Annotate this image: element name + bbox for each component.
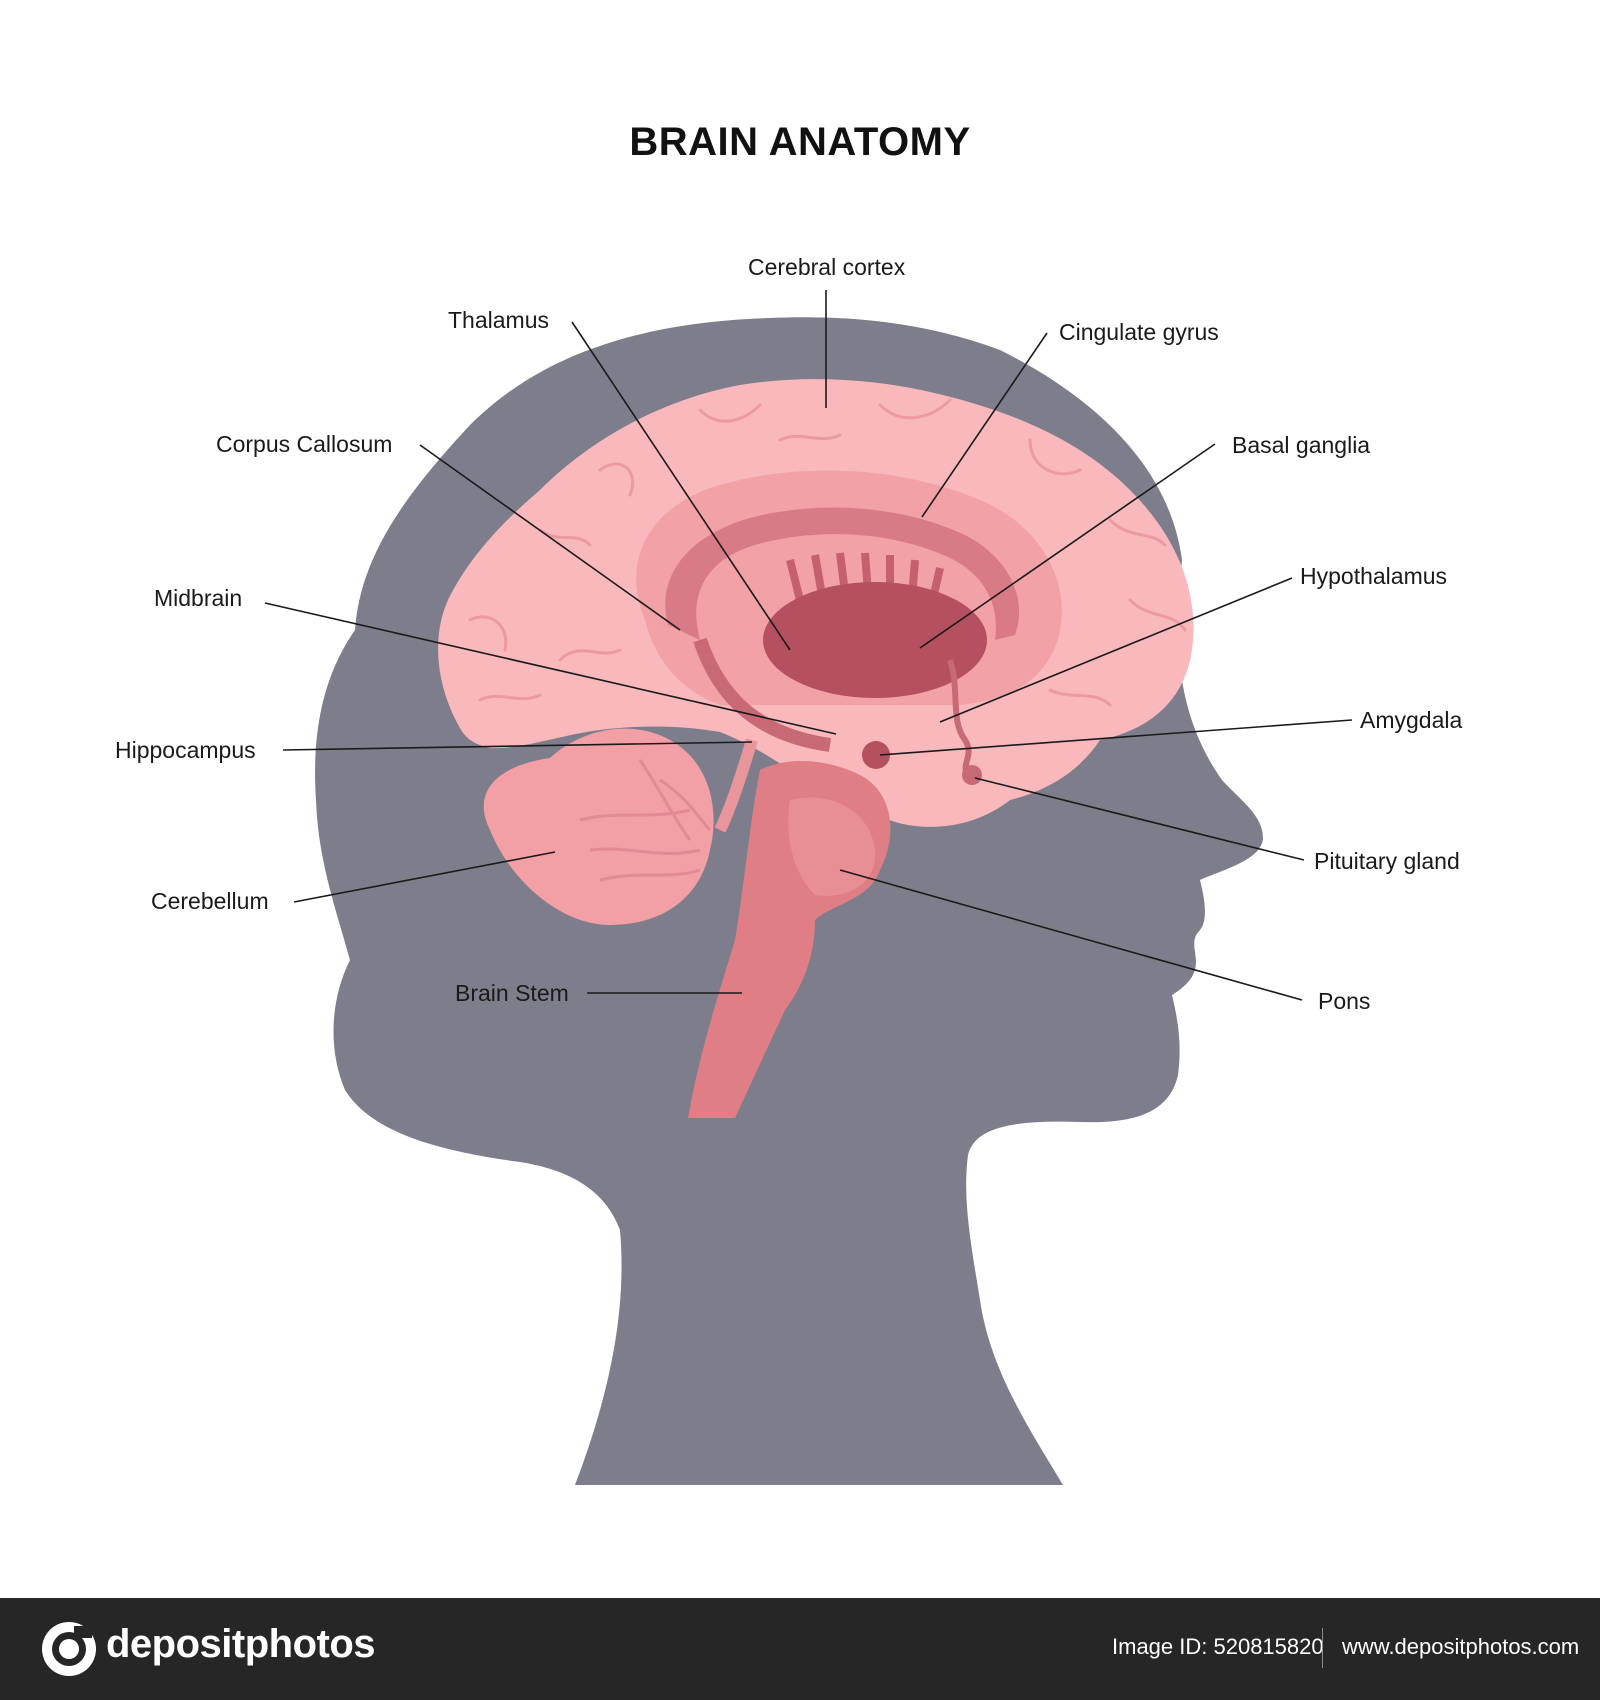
label-midbrain: Midbrain (154, 585, 243, 611)
pons-shape (788, 797, 876, 896)
cortex-gyri (468, 398, 1187, 707)
fornix-shape (693, 637, 831, 752)
hippocampus-shape (714, 738, 758, 833)
footer-logo-text: depositphotos (106, 1622, 376, 1666)
amygdala-shape (862, 741, 890, 769)
diagram-title: BRAIN ANATOMY (629, 120, 971, 164)
label-hypothalamus: Hypothalamus (1300, 563, 1448, 589)
depositphotos-logo-icon (42, 1622, 96, 1676)
label-pons: Pons (1318, 988, 1371, 1014)
footer-separator (1322, 1628, 1323, 1668)
label-cingulate-gyrus: Cingulate gyrus (1059, 319, 1219, 345)
footer-image-id: Image ID: 520815820 (1112, 1634, 1324, 1659)
footer-bar: depositphotos Image ID: 520815820 www.de… (0, 1598, 1600, 1700)
label-basal-ganglia: Basal ganglia (1232, 432, 1371, 458)
label-amygdala: Amygdala (1360, 707, 1463, 733)
brain-illustration (264, 290, 1353, 1485)
label-cerebellum: Cerebellum (151, 888, 269, 914)
footer-website-link[interactable]: www.depositphotos.com (1342, 1634, 1580, 1659)
label-cerebral-cortex: Cerebral cortex (748, 254, 906, 280)
corpus-callosum-shape (665, 507, 1020, 640)
leader-lines (264, 290, 1353, 1001)
label-corpus-callosum: Corpus Callosum (216, 431, 393, 457)
hypothalamus-shape (947, 659, 972, 777)
label-thalamus: Thalamus (448, 307, 549, 333)
label-pituitary-gland: Pituitary gland (1314, 848, 1460, 874)
label-hippocampus: Hippocampus (115, 737, 256, 763)
pituitary-gland-shape (962, 765, 982, 785)
thalamus-shape (763, 582, 987, 698)
cerebellum-folia (579, 759, 712, 882)
label-brain-stem: Brain Stem (455, 980, 569, 1006)
